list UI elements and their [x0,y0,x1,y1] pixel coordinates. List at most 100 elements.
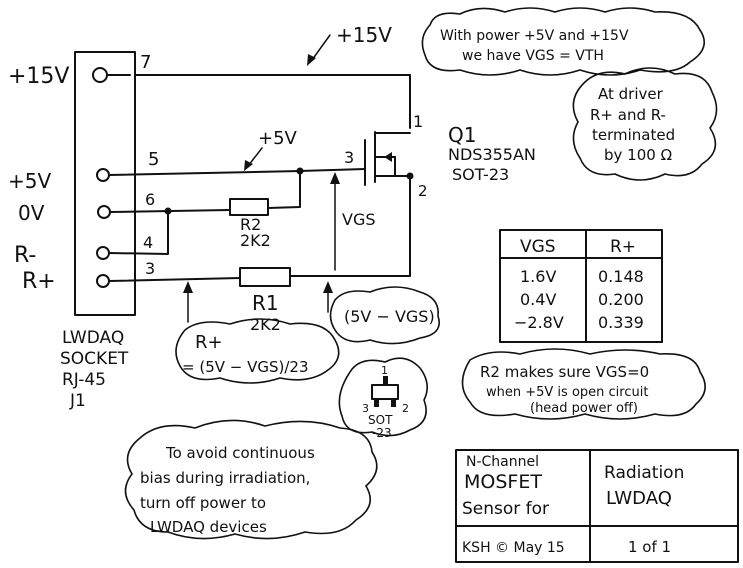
vgs-table-row2-vgs: 0.4V [520,290,556,309]
wire-r1-to-source [289,177,411,277]
vgs-table: VGS R+ 1.6V 0.148 0.4V 0.200 −2.8V 0.339 [499,229,663,343]
wire-plus15-rail [106,74,411,129]
vgs-table-row1-rplus: 0.148 [598,267,644,286]
connector-name-line3: RJ-45 [62,370,106,390]
note-five-minus-vgs-text: (5V − VGS) [344,307,435,326]
junction-dot-5v [296,167,304,175]
mosfet-pin-drain: 1 [413,112,423,131]
vgs-table-row3-rplus: 0.339 [598,313,644,332]
vgs-table-row2-rplus: 0.200 [598,290,644,309]
mosfet-package: SOT-23 [452,165,509,184]
title-left-line3: Sensor for [462,499,549,519]
sot23-body [371,384,399,400]
note-rplus-line1: R+ [195,332,223,353]
vgs-table-header-rplus: R+ [610,237,636,257]
title-block: N-Channel MOSFET Sensor for Radiation LW… [455,449,739,563]
wires [106,74,414,282]
sot23-name-line2: -23 [372,426,392,440]
pin-number-7: 7 [140,52,151,73]
sot23-name-line1: SOT [368,413,393,427]
note-r2: R2 makes sure VGS=0 when +5V is open cir… [461,348,706,420]
note-r2-line1: R2 makes sure VGS=0 [480,363,649,381]
connector-j1: +15V +5V 0V R- R+ 7 5 6 4 3 LWDAQ SOCKET… [8,51,159,411]
pin-circle-6 [97,205,111,219]
rail-label-plus15: +15V [336,23,392,47]
title-right-line1: Radiation [604,463,684,483]
wire-r2-to-5v [267,170,301,209]
note-avoid-bias-cloud [124,419,378,540]
resistor-r1: R1 2K2 [239,267,291,334]
note-rplus-cloud [175,318,340,384]
note-sot23-cloud [338,357,428,437]
arrowhead-five-minus-vgs-icon [323,281,333,293]
arrowhead-rplus-icon [183,281,193,293]
resistor-r2-body [229,198,269,216]
note-driver: At driver R+ and R- terminated by 100 Ω [572,67,718,181]
mosfet-pin-gate: 3 [344,148,354,167]
sot23-label-top: 1 [381,364,388,377]
title-left-line2: MOSFET [464,471,542,493]
vgs-table-border [499,229,663,343]
mosfet-arrow-icon [384,152,392,162]
resistor-r1-body [239,267,291,287]
connector-body [74,51,136,316]
note-r2-cloud [461,348,706,420]
note-driver-line2: R+ and R- [590,106,666,124]
pin-label-rminus: R- [14,243,36,268]
note-rplus-line2: = (5V − VGS)/23 [182,358,309,376]
pin-number-6: 6 [145,190,155,209]
arrowhead-plus5-icon [244,160,253,171]
pin-circle-7 [92,67,108,83]
note-r2-line3: (head power off) [530,401,638,416]
arrowhead-plus15-icon [307,54,316,66]
pin-label-rplus: R+ [22,269,56,294]
note-five-minus-vgs: (5V − VGS) [329,286,440,345]
pin-number-3: 3 [145,259,155,278]
note-avoid-bias-line4: LWDAQ devices [150,518,267,536]
note-threshold-line2: we have VGS = VTH [462,48,604,64]
sot23-label-right: 2 [402,402,409,415]
note-threshold-line1: With power +5V and +15V [440,28,629,44]
resistor-r2-designator: R2 [240,215,261,234]
vgs-table-row1-vgs: 1.6V [520,267,556,286]
pin-label-5v: +5V [8,169,51,193]
note-avoid-bias-line1: To avoid continuous [165,444,315,462]
resistor-r2-value: 2K2 [240,231,271,250]
pin-circle-4 [96,246,110,260]
note-threshold: With power +5V and +15V we have VGS = VT… [421,7,706,76]
connector-name-line2: SOCKET [60,349,129,369]
note-sot23: 1 3 2 SOT -23 [338,357,428,440]
note-threshold-cloud [421,7,706,76]
rail-arrow-plus15 [311,34,331,61]
mosfet-designator: Q1 [448,123,476,147]
vgs-table-row3-vgs: −2.8V [514,313,564,332]
note-driver-line3: terminated [592,126,675,144]
note-five-minus-vgs-cloud [329,286,440,345]
note-driver-line4: by 100 Ω [604,146,672,164]
sot23-pin-right [391,399,396,407]
title-right-line2: LWDAQ [606,488,672,509]
note-avoid-bias-line2: bias during irradiation, [140,469,310,487]
vgs-arrowhead-icon [330,172,340,184]
resistor-r1-designator: R1 [252,291,279,315]
pin-circle-3 [96,274,110,288]
vgs-table-header-vgs: VGS [520,237,556,257]
title-left-line1: N-Channel [466,454,539,470]
sot23-label-left: 3 [362,402,369,415]
sot23-pin-top [383,376,388,385]
wire-rminus [108,211,169,255]
connector-name-line4: J1 [69,391,86,411]
mosfet-q1: 1 3 2 Q1 NDS355AN SOT-23 [344,112,536,200]
wire-rplus [108,277,241,282]
note-avoid-bias: To avoid continuous bias during irradiat… [124,419,378,540]
resistor-r2: R2 2K2 [229,198,271,250]
pin-number-5: 5 [148,149,159,170]
note-driver-cloud [572,67,718,181]
connector-name-line1: LWDAQ [62,328,124,348]
vgs-label: VGS [342,210,376,229]
title-author-date: KSH © May 15 [462,540,565,556]
junction-dot-0v [164,207,172,215]
mosfet-pin-source: 2 [418,182,428,200]
rail-label-plus5: +5V [258,128,298,149]
